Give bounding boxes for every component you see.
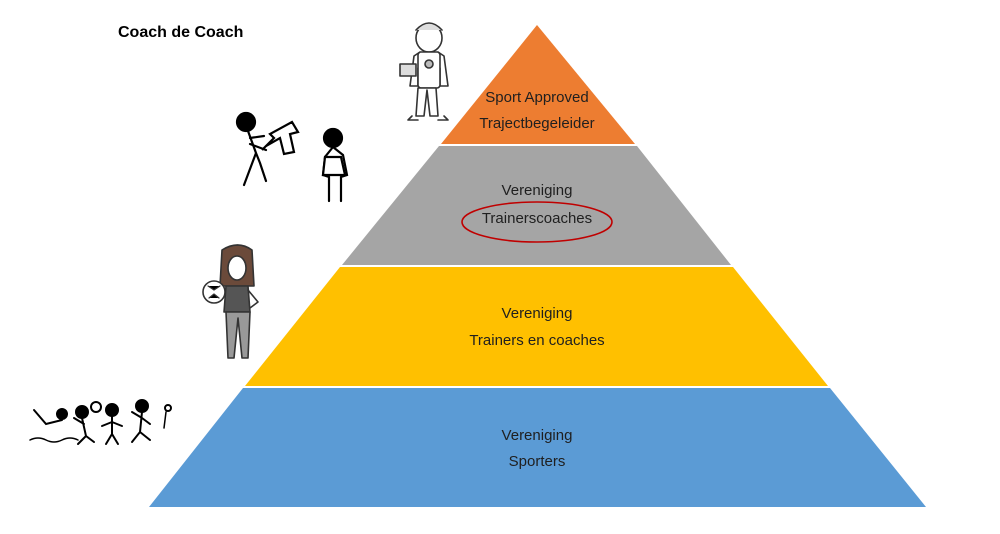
level-4-shape <box>149 388 926 507</box>
diagram-title: Coach de Coach <box>118 24 244 41</box>
woman-holding-ball-icon <box>202 244 259 359</box>
swimming-football-soccer-stick-figures-icon <box>29 399 172 445</box>
level-1-line2: Trajectbegeleider <box>479 115 594 132</box>
level-2-line1: Vereniging <box>502 182 573 199</box>
level-2-line2: Trainerscoaches <box>482 210 592 227</box>
level-4-line2: Sporters <box>509 453 566 470</box>
level-2-shape <box>342 146 731 265</box>
stick-figures-carrying-arrow-icon <box>235 111 349 203</box>
level-4-line1: Vereniging <box>502 427 573 444</box>
level-top-shape <box>441 25 635 144</box>
level-1-line1: Sport Approved <box>485 89 588 106</box>
referee-with-ball-icon <box>399 22 449 121</box>
level-3-line2: Trainers en coaches <box>469 332 604 349</box>
highlight-ellipse <box>461 201 613 243</box>
level-3-line1: Vereniging <box>502 305 573 322</box>
level-3-shape <box>245 267 828 386</box>
